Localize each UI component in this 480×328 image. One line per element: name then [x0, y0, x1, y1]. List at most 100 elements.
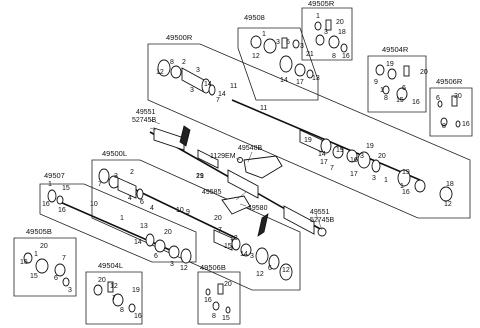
frame-49506R: [429, 87, 473, 137]
ref-number-9: 9: [374, 79, 378, 86]
ref-number-4: 4: [128, 195, 132, 202]
ref-number-3: 3: [324, 29, 328, 36]
callout-49500R: 49500R: [166, 33, 193, 42]
ref-number-13: 13: [230, 235, 238, 242]
callout-49505R: 49505R: [308, 0, 335, 8]
ref-number-3: 3: [360, 153, 364, 160]
ref-number-16: 16: [58, 207, 66, 214]
ref-number-12: 12: [156, 69, 164, 76]
ref-number-12: 12: [252, 53, 260, 60]
frame-49504L: [85, 271, 143, 325]
callout-49506R: 49506R: [436, 77, 463, 86]
ref-number-8: 8: [442, 123, 446, 130]
ref-number-20: 20: [40, 243, 48, 250]
callout-52745B-top: 52745B: [132, 117, 156, 124]
ref-number-16: 16: [402, 189, 410, 196]
bracket-49585: [221, 195, 251, 215]
leader-lines: [149, 119, 323, 231]
ref-number-6: 6: [402, 85, 406, 92]
ref-number-1: 1: [120, 215, 124, 222]
ref-number-2: 2: [130, 169, 134, 176]
ref-number-8: 8: [332, 53, 336, 60]
ref-number-20: 20: [378, 153, 386, 160]
ref-number-18: 18: [338, 29, 346, 36]
ref-number-1: 1: [400, 183, 404, 190]
callout-49508: 49508: [244, 13, 265, 22]
ref-number-6: 6: [268, 265, 272, 272]
ref-number-3: 3: [170, 261, 174, 268]
ref-number-6: 6: [140, 199, 144, 206]
ref-number-3: 3: [190, 87, 194, 94]
right-outer-joint: [157, 59, 216, 96]
callout-49548B: 49548B: [238, 145, 262, 152]
ref-number-20: 20: [336, 19, 344, 26]
ref-number-8: 8: [212, 313, 216, 320]
callout-49551-top: 49551: [136, 109, 156, 116]
ref-number-4: 4: [150, 205, 154, 212]
ref-number-13: 13: [312, 75, 320, 82]
callout-49507: 49507: [44, 171, 65, 180]
ref-number-3: 3: [196, 67, 200, 74]
ref-number-7: 7: [62, 255, 66, 262]
ref-number-15: 15: [222, 315, 230, 322]
ref-number-9: 9: [186, 209, 190, 216]
ref-number-19: 19: [386, 61, 394, 68]
ref-number-3: 3: [68, 287, 72, 294]
ref-number-6: 6: [154, 253, 158, 260]
ref-number-19: 19: [402, 169, 410, 176]
ref-number-3: 3: [300, 43, 304, 50]
frame-49505B: [13, 237, 77, 297]
ref-number-21: 21: [196, 173, 204, 180]
ref-number-17: 17: [350, 171, 358, 178]
ref-number-16: 16: [134, 313, 142, 320]
ref-number-3: 3: [114, 173, 118, 180]
frame-49507: [39, 183, 197, 263]
left-axle-shaft: [135, 189, 237, 239]
ref-number-20: 20: [420, 69, 428, 76]
ref-number-12: 12: [282, 267, 290, 274]
ref-number-11: 11: [260, 105, 267, 112]
kit-49508-parts: [250, 35, 314, 79]
ref-number-14: 14: [218, 91, 226, 98]
ref-number-1: 1: [262, 31, 266, 38]
ref-number-1: 1: [316, 13, 320, 20]
callout-52745B-bottom: 52745B: [310, 217, 334, 224]
ref-number-7: 7: [330, 165, 334, 172]
ref-number-8: 8: [120, 307, 124, 314]
ref-number-1: 1: [384, 177, 388, 184]
joint-49507: [47, 189, 192, 264]
ref-number-19: 19: [196, 173, 204, 180]
ref-number-14: 14: [240, 251, 248, 258]
ref-number-7: 7: [112, 295, 116, 302]
ref-number-13: 13: [140, 223, 148, 230]
callout-49585: 49585: [202, 189, 222, 196]
ref-number-20: 20: [214, 215, 222, 222]
ref-number-1: 1: [48, 181, 52, 188]
ref-number-7: 7: [216, 97, 220, 104]
kit-49506B-parts: [205, 283, 231, 314]
ref-number-10: 10: [90, 201, 98, 208]
ref-number-15: 15: [396, 97, 404, 104]
ref-number-12: 12: [444, 201, 452, 208]
ref-number-20: 20: [454, 93, 462, 100]
ref-number-20: 20: [164, 229, 172, 236]
ref-number-8: 8: [384, 95, 388, 102]
left-inner-joint: [213, 229, 293, 281]
ref-number-11: 11: [230, 83, 237, 90]
ref-number-3: 3: [276, 39, 280, 46]
ref-number-20: 20: [224, 281, 232, 288]
ref-number-12: 12: [110, 283, 118, 290]
assembled-drive-shaft: [149, 125, 327, 237]
ref-number-14: 14: [280, 77, 288, 84]
left-outer-joint: [98, 168, 144, 200]
ref-number-16: 16: [342, 53, 350, 60]
ref-number-10: 10: [176, 207, 184, 214]
ref-number-12: 12: [256, 271, 264, 278]
ref-number-16: 16: [204, 297, 212, 304]
callout-49505B: 49505B: [26, 227, 52, 236]
callout-49551-bottom: 49551: [310, 209, 330, 216]
ref-number-7: 7: [98, 181, 102, 188]
ref-number-7: 7: [218, 227, 222, 234]
